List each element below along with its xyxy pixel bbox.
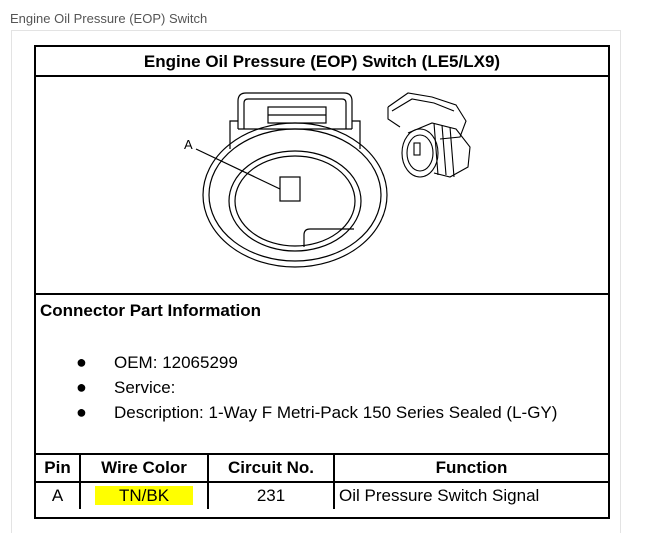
pin-table: Pin Wire Color Circuit No. Function A TN…	[36, 455, 608, 509]
cell-function: Oil Pressure Switch Signal	[333, 481, 608, 509]
table-header-row: Pin Wire Color Circuit No. Function	[36, 455, 608, 483]
header-pin: Pin	[36, 455, 81, 483]
oem-value: 12065299	[162, 353, 238, 372]
table-row: A TN/BK 231 Oil Pressure Switch Signal	[36, 481, 608, 509]
connector-illustration: A	[184, 92, 471, 268]
content-card	[11, 30, 621, 533]
connector-info-heading: Connector Part Information	[40, 301, 262, 320]
callout-label: A	[184, 137, 193, 152]
cell-pin: A	[36, 481, 81, 509]
connector-diagram: A	[36, 77, 608, 295]
connector-document: Engine Oil Pressure (EOP) Switch (LE5/LX…	[34, 45, 610, 519]
connector-info-list: ● OEM: 12065299 ● Service: ● Description…	[76, 350, 557, 425]
header-circuit-no: Circuit No.	[207, 455, 335, 483]
list-item: ● Description: 1-Way F Metri-Pack 150 Se…	[76, 400, 557, 425]
header-function: Function	[333, 455, 608, 483]
cell-wire-color: TN/BK	[79, 481, 209, 509]
list-item: ● Service:	[76, 375, 557, 400]
header-wire-color: Wire Color	[79, 455, 209, 483]
description-label: Description:	[114, 403, 204, 422]
document-title: Engine Oil Pressure (EOP) Switch (LE5/LX…	[36, 47, 608, 77]
description-value: 1-Way F Metri-Pack 150 Series Sealed (L-…	[208, 403, 558, 422]
connector-part-information: Connector Part Information ● OEM: 120652…	[36, 295, 608, 455]
bullet-icon: ●	[76, 377, 87, 397]
list-item: ● OEM: 12065299	[76, 350, 557, 375]
bullet-icon: ●	[76, 402, 87, 422]
service-label: Service:	[114, 378, 176, 397]
page-caption: Engine Oil Pressure (EOP) Switch	[10, 11, 208, 26]
cell-circuit-no: 231	[207, 481, 335, 509]
oem-label: OEM:	[114, 353, 158, 372]
bullet-icon: ●	[76, 352, 87, 372]
highlighted-wire-color: TN/BK	[94, 486, 194, 505]
